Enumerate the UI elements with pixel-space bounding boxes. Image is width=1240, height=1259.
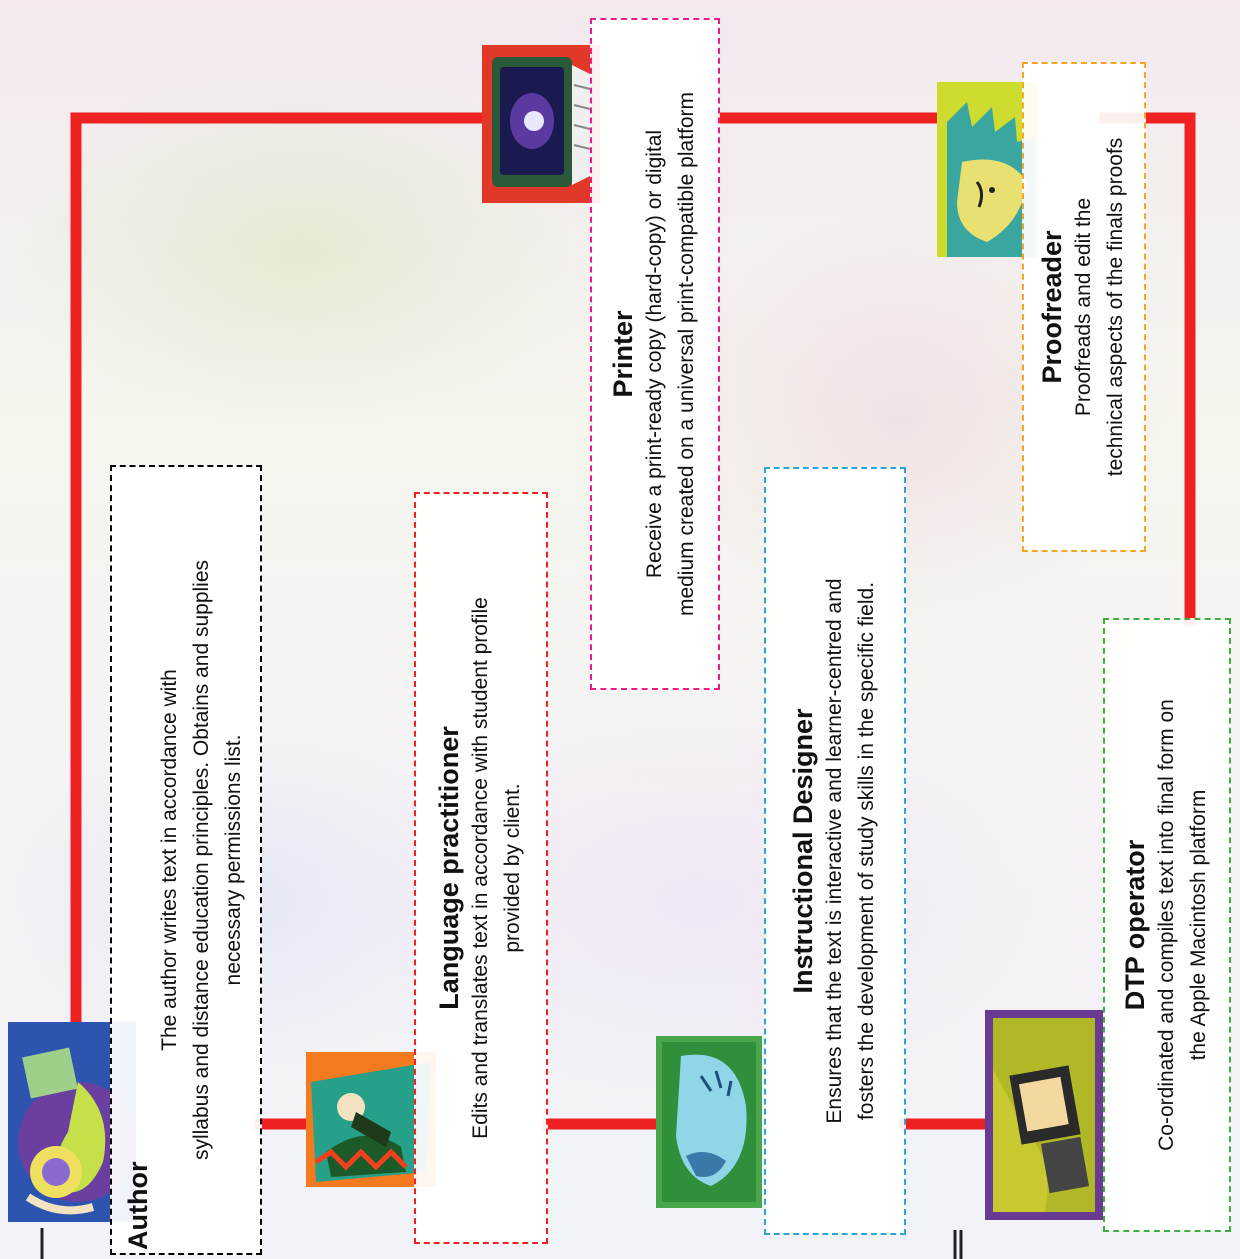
printer-box: Printer Receive a print-ready copy (hard… [590, 18, 720, 690]
dtp-operator-line-2: the Apple Macintosh platform [1187, 789, 1210, 1061]
language-practitioner-line-1: Edits and translates text in accordance … [469, 597, 492, 1139]
proofreader-text: Proofreader Proofreads and edit the tech… [1036, 66, 1132, 548]
author-line-3: necessary permissions list. [222, 734, 245, 986]
computer-monitor-icon [482, 45, 600, 203]
language-practitioner-text: Language practitioner Edits and translat… [433, 496, 529, 1241]
dtp-operator-box: DTP operator Co-ordinated and compiles t… [1103, 618, 1231, 1232]
face-profile-icon [937, 82, 1037, 257]
laptop-icon [985, 1010, 1103, 1220]
dtp-operator-line-1: Co-ordinated and compiles text into fina… [1155, 699, 1178, 1151]
printer-text: Printer Receive a print-ready copy (hard… [607, 22, 703, 686]
instructional-designer-box: Instructional Designer Ensures that the … [764, 467, 906, 1235]
author-text: Author The author writes text in accorda… [122, 470, 250, 1250]
person-thinking-icon [656, 1036, 762, 1208]
author-box: Author The author writes text in accorda… [110, 465, 262, 1255]
dtp-operator-title: DTP operator [1120, 839, 1150, 1011]
proofreader-picture [937, 82, 1037, 257]
author-line-2: syllabus and distance education principl… [190, 559, 213, 1161]
proofreader-title: Proofreader [1037, 230, 1067, 384]
printer-line-2: medium created on a universal print-comp… [675, 91, 698, 617]
proofreader-box: Proofreader Proofreads and edit the tech… [1022, 62, 1146, 552]
instructional-designer-title: Instructional Designer [788, 708, 818, 994]
printer-line-1: Receive a print-ready copy (hard-copy) o… [643, 129, 666, 579]
language-practitioner-box: Language practitioner Edits and translat… [414, 492, 548, 1244]
person-running-icon [306, 1052, 436, 1187]
instructional-designer-text: Instructional Designer Ensures that the … [787, 471, 883, 1231]
dtp-operator-picture [985, 1010, 1103, 1220]
proofreader-line-1: Proofreads and edit the [1072, 197, 1095, 417]
author-title: Author [123, 1161, 153, 1250]
language-practitioner-title: Language practitioner [434, 726, 464, 1010]
proofreader-line-2: technical aspects of the finals proofs [1104, 137, 1127, 477]
instructional-designer-picture [656, 1036, 762, 1208]
instructional-designer-line-1: Ensures that the text is interactive and… [823, 578, 846, 1124]
printer-title: Printer [608, 310, 638, 398]
author-line-1: The author writes text in accordance wit… [158, 669, 181, 1051]
dtp-operator-text: DTP operator Co-ordinated and compiles t… [1119, 622, 1215, 1228]
printer-picture [482, 45, 600, 203]
language-practitioner-line-2: provided by client. [501, 783, 524, 953]
instructional-designer-line-2: fosters the development of study skills … [855, 581, 878, 1121]
